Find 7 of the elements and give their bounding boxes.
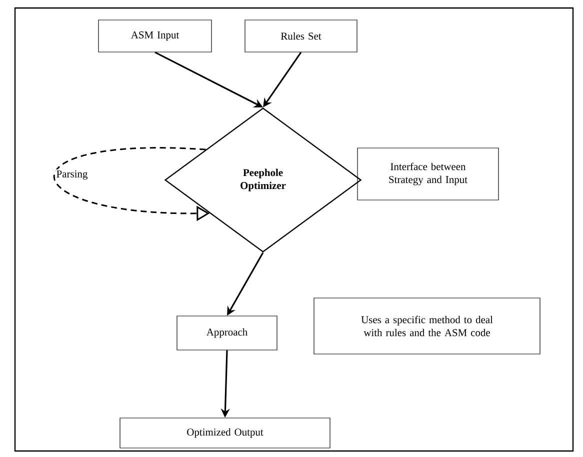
process-box: Optimized Output (120, 418, 330, 448)
process-box: Approach (176, 316, 278, 350)
process-box: Rules Set (244, 20, 358, 52)
edge-label: Parsing (55, 169, 89, 181)
process-box: ASM Input (98, 20, 212, 52)
note-box: Interface between Strategy and Input (357, 148, 499, 200)
note-box: Uses a specific method to deal with rules and the ASM code (314, 298, 540, 354)
